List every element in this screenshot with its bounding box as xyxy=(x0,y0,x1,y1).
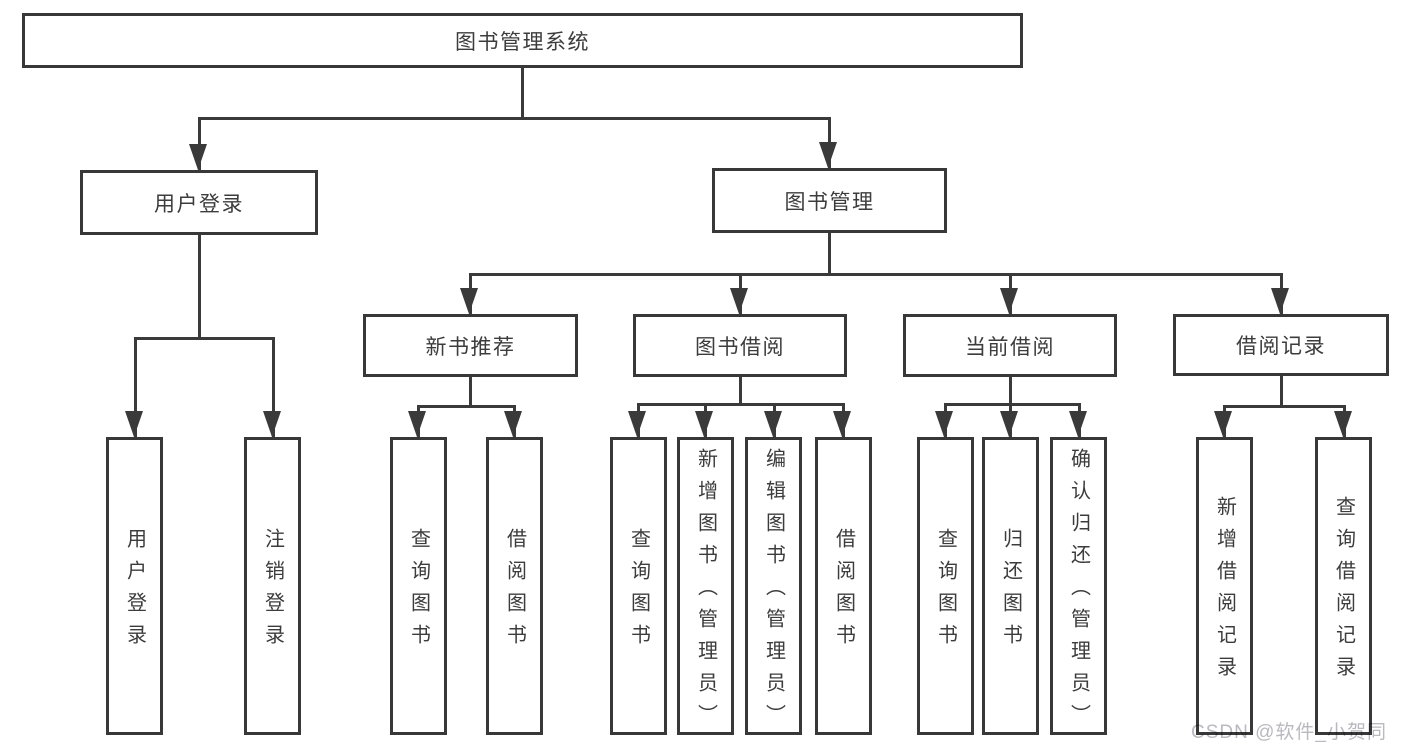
arrow-down-icon xyxy=(833,411,851,437)
node-label-current-borrowing: 当前借阅 xyxy=(965,335,1055,359)
node-leaf-add-books-admin: 新增图书（管理员） xyxy=(677,437,734,736)
watermark: CSDN @软件_小贺同学 xyxy=(1191,722,1387,743)
connector-bar xyxy=(417,405,516,408)
connector-drop xyxy=(198,117,201,170)
node-label-leaf-logout: 注销登录 xyxy=(261,528,284,656)
connector-stub xyxy=(469,377,472,408)
node-label-borrowing-records: 借阅记录 xyxy=(1236,335,1326,358)
arrow-down-icon xyxy=(695,411,713,437)
connector-stub xyxy=(828,233,831,276)
node-leaf-logout: 注销登录 xyxy=(244,437,301,735)
node-label-leaf-return-books: 归还图书 xyxy=(999,528,1022,656)
arrow-down-icon xyxy=(628,411,646,437)
node-user-login: 用户登录 xyxy=(80,170,318,235)
arrow-down-icon xyxy=(408,411,426,437)
node-leaf-query-books-borrowing: 查询图书 xyxy=(610,437,667,735)
node-label-leaf-confirm-return-admin: 确认归还（管理员） xyxy=(1067,448,1090,736)
arrow-down-icon xyxy=(1069,411,1087,437)
node-label-leaf-borrow-books: 借阅图书 xyxy=(832,528,855,656)
node-leaf-query-books-recommend: 查询图书 xyxy=(390,437,447,735)
node-label-leaf-user-login: 用户登录 xyxy=(123,528,146,656)
node-current-borrowing: 当前借阅 xyxy=(903,314,1117,377)
arrow-down-icon xyxy=(764,411,782,437)
connector-bar xyxy=(134,337,275,340)
connector-bar xyxy=(637,403,845,406)
node-label-leaf-add-books-admin: 新增图书（管理员） xyxy=(694,448,717,736)
node-label-leaf-borrow-books-recommend: 借阅图书 xyxy=(503,528,526,656)
arrow-down-icon xyxy=(730,288,748,314)
arrow-down-icon xyxy=(1214,411,1232,437)
node-leaf-user-login: 用户登录 xyxy=(106,437,163,735)
arrow-down-icon xyxy=(935,411,953,437)
node-label-user-login: 用户登录 xyxy=(154,192,244,216)
arrow-down-icon xyxy=(819,142,837,168)
arrow-down-icon xyxy=(1271,288,1289,314)
connector-bar xyxy=(944,403,1081,406)
node-label-leaf-add-borrow-record: 新增借阅记录 xyxy=(1213,496,1236,688)
connector-bar xyxy=(1223,405,1346,408)
node-leaf-borrow-books: 借阅图书 xyxy=(815,437,872,735)
node-label-leaf-edit-books-admin: 编辑图书（管理员） xyxy=(762,448,785,736)
node-label-leaf-query-books-recommend: 查询图书 xyxy=(407,528,430,656)
node-label-new-book-recommend: 新书推荐 xyxy=(425,335,516,359)
arrow-down-icon xyxy=(504,411,522,437)
arrow-down-icon xyxy=(189,144,207,170)
node-root: 图书管理系统 xyxy=(22,13,1023,68)
node-leaf-return-books: 归还图书 xyxy=(982,437,1039,735)
node-label-leaf-query-books-current: 查询图书 xyxy=(934,528,957,656)
node-leaf-query-borrow-record: 查询借阅记录 xyxy=(1315,437,1372,735)
connector-stub xyxy=(1280,376,1283,408)
node-label-book-management: 图书管理 xyxy=(784,190,875,214)
arrow-down-icon xyxy=(263,411,281,437)
connector-stub xyxy=(521,68,524,120)
connector-stub xyxy=(1009,377,1012,406)
node-label-book-borrowing: 图书借阅 xyxy=(695,335,785,359)
connector-drop xyxy=(272,337,275,437)
node-borrowing-records: 借阅记录 xyxy=(1173,314,1389,376)
connector-bar xyxy=(198,117,831,120)
node-book-management: 图书管理 xyxy=(712,168,947,233)
arrow-down-icon xyxy=(1000,411,1018,437)
node-leaf-edit-books-admin: 编辑图书（管理员） xyxy=(745,437,802,736)
node-label-leaf-query-books-borrowing: 查询图书 xyxy=(627,528,650,656)
connector-stub xyxy=(739,377,742,406)
arrow-down-icon xyxy=(1334,411,1352,437)
arrow-down-icon xyxy=(125,411,143,437)
node-leaf-borrow-books-recommend: 借阅图书 xyxy=(486,437,543,735)
connector-bar xyxy=(469,273,1283,276)
node-leaf-add-borrow-record: 新增借阅记录 xyxy=(1196,437,1253,735)
node-new-book-recommend: 新书推荐 xyxy=(363,314,578,377)
arrow-down-icon xyxy=(1000,288,1018,314)
node-leaf-query-books-current: 查询图书 xyxy=(917,437,974,735)
node-label-leaf-query-borrow-record: 查询借阅记录 xyxy=(1332,496,1355,688)
node-book-borrowing: 图书借阅 xyxy=(633,314,847,377)
connector-stub xyxy=(198,235,201,340)
arrow-down-icon xyxy=(460,288,478,314)
node-leaf-confirm-return-admin: 确认归还（管理员） xyxy=(1050,437,1107,736)
connector-drop xyxy=(134,337,137,437)
node-label-root: 图书管理系统 xyxy=(455,30,590,54)
